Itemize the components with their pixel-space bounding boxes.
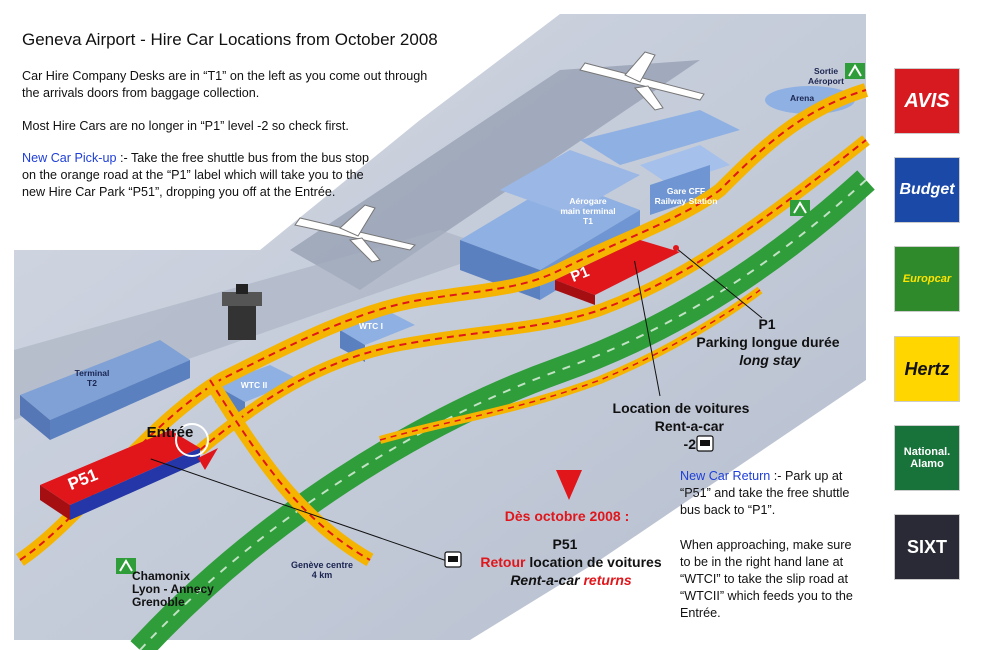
airplane-icon — [579, 51, 705, 111]
desk-info-text: Car Hire Company Desks are in “T1” on th… — [22, 69, 428, 100]
p51-title: P51 — [552, 536, 578, 552]
control-tower — [222, 284, 262, 340]
hertz-logo: Hertz — [894, 336, 960, 402]
p1-title: P1 — [758, 316, 776, 332]
runway — [290, 60, 700, 290]
approach-info: When approaching, make sure to be in the… — [680, 538, 853, 620]
budget-logo: Budget — [894, 157, 960, 223]
terminal-t2-building — [20, 340, 190, 420]
shuttle-route — [16, 83, 870, 567]
return-heading: New Car Return — [680, 469, 771, 483]
wtc2-label: WTC II — [240, 380, 268, 390]
motorway-icon — [790, 200, 810, 216]
pickup-info: New Car Pick-up :- Take the free shuttle… — [22, 150, 372, 201]
motorway-icon — [845, 63, 865, 79]
sixt-logo: SIXT — [894, 514, 960, 580]
car-icon — [696, 435, 714, 452]
page-title: Geneva Airport - Hire Car Locations from… — [22, 30, 438, 49]
wtc1-label: WTC I — [358, 321, 384, 331]
return-english-label: Rent-a-car returns — [510, 572, 632, 588]
national-alamo-logo: National.Alamo — [894, 425, 960, 491]
pickup-heading: New Car Pick-up — [22, 151, 117, 165]
return-info: New Car Return :- Park up at “P51” and t… — [680, 468, 855, 519]
p1-english-label: long stay — [739, 352, 801, 368]
wtc1-building — [340, 312, 415, 345]
return-text: :- Park up at “P51” and take the free sh… — [680, 469, 850, 517]
rental-level: -2 — [683, 436, 696, 452]
avis-logo: AVIS — [894, 68, 960, 134]
wtc2-building — [215, 365, 300, 402]
pickup-text: :- Take the free shuttle bus from the bu… — [22, 151, 369, 199]
airplane-icon — [294, 204, 416, 263]
entree-label: Entrée — [146, 424, 194, 441]
car-icon — [444, 551, 462, 568]
arena-label: Arena — [789, 93, 815, 103]
rental-location-label: Location de voitures — [612, 400, 750, 416]
rental-location-english: Rent-a-car — [654, 418, 724, 434]
p1-parking — [555, 240, 680, 295]
p1-warning-text: Most Hire Cars are no longer in “P1” lev… — [22, 119, 349, 133]
p1-french-label: Parking longue durée — [696, 334, 840, 350]
return-french-label: Retour location de voitures — [480, 554, 662, 570]
europcar-logo: Europcar — [894, 246, 960, 312]
motorway-icon — [116, 558, 136, 574]
p51-parking — [40, 430, 200, 520]
down-arrow-icon — [556, 470, 582, 500]
date-banner: Dès octobre 2008 : — [504, 508, 630, 524]
entree-marker — [175, 423, 209, 457]
